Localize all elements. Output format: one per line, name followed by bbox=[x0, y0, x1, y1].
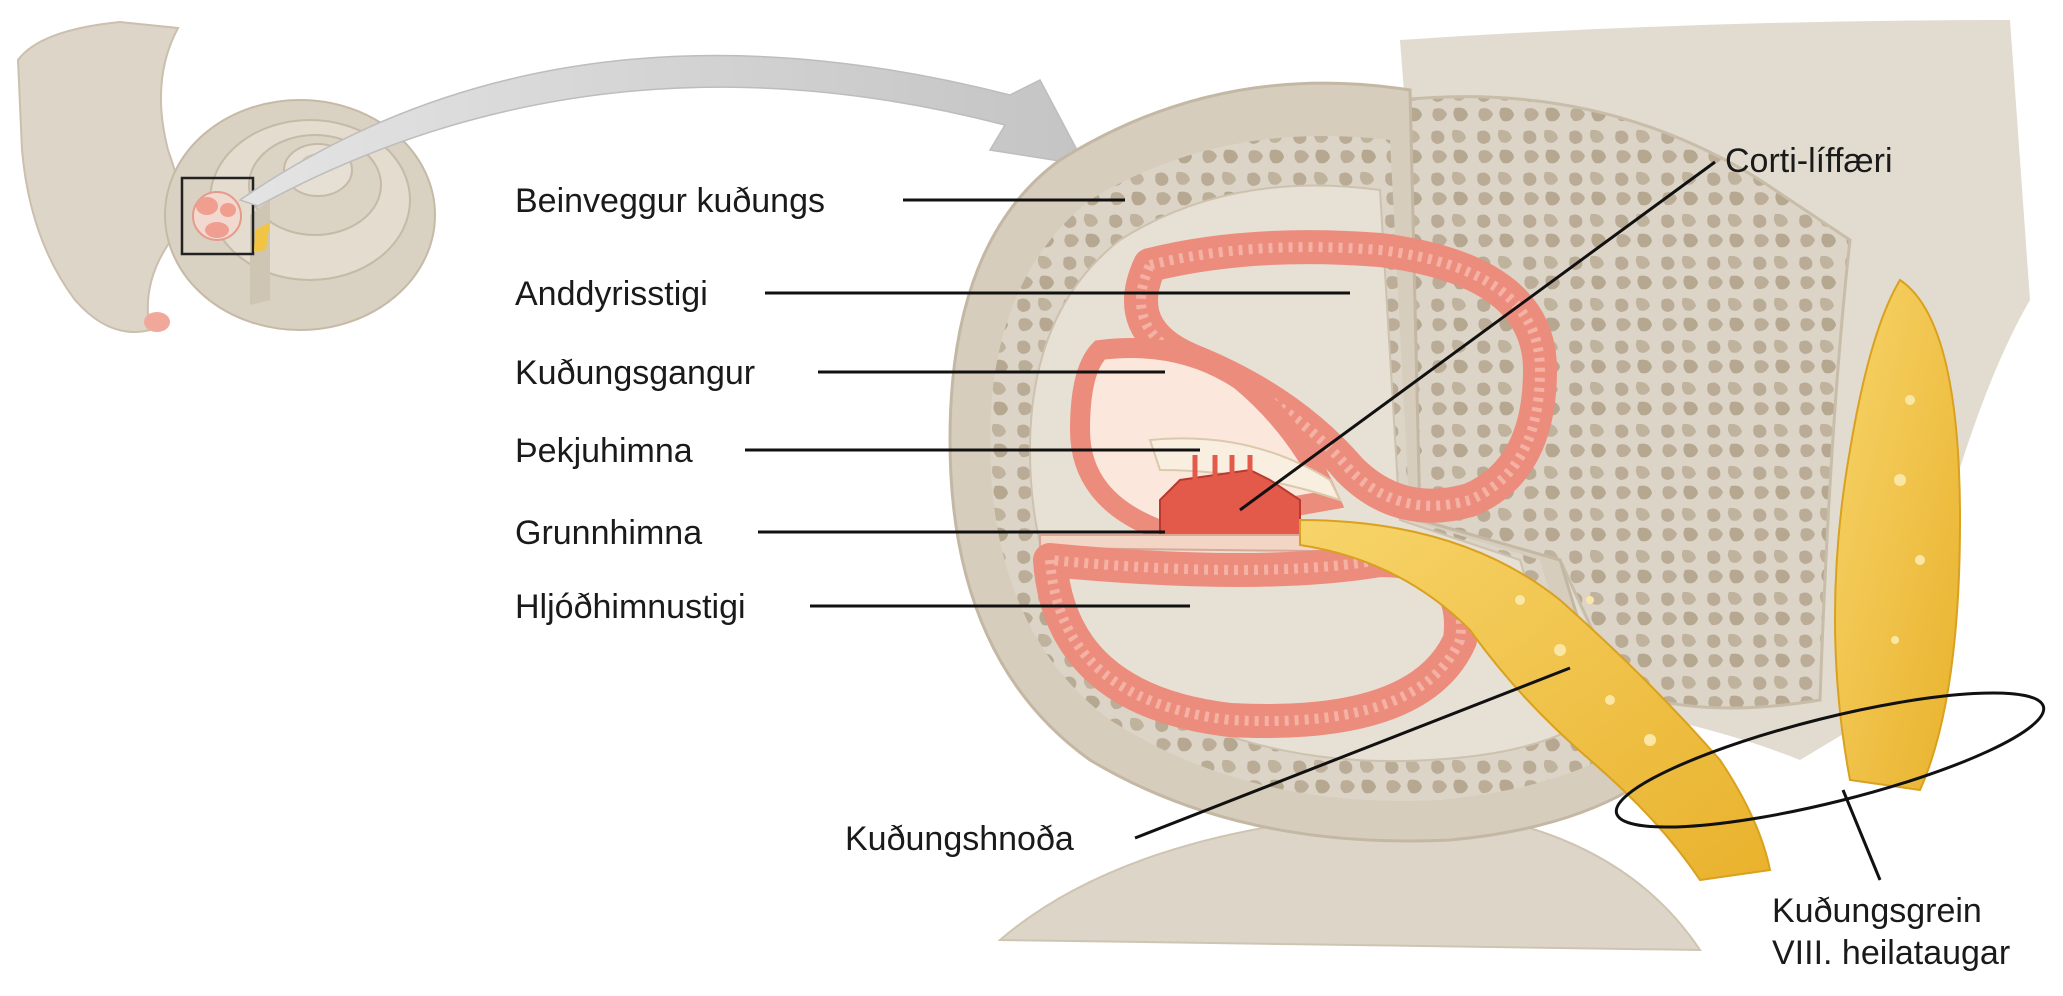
label-scala-vestibuli: Anddyrisstigi bbox=[515, 275, 708, 313]
label-scala-tympani: Hljóðhimnustigi bbox=[515, 588, 746, 626]
label-organ-of-corti: Corti-líffæri bbox=[1725, 142, 1893, 180]
leader-cochlear-nerve bbox=[1841, 789, 1882, 881]
leader-lines bbox=[745, 160, 1882, 881]
vestibule-tube bbox=[16, 20, 183, 333]
section-highlight-box bbox=[180, 176, 255, 256]
labels: Beinveggur kuðungs Anddyrisstigi Kuðungs… bbox=[515, 142, 2010, 972]
organ-of-corti bbox=[1159, 455, 1301, 536]
leader-spiral-ganglion bbox=[1134, 666, 1571, 840]
nerve-bracket-ellipse bbox=[1614, 691, 2046, 829]
label-bony-wall: Beinveggur kuðungs bbox=[515, 182, 825, 220]
label-tectorial-membrane: Þekjuhimna bbox=[515, 432, 693, 470]
cochlea-cross-section bbox=[948, 20, 2046, 952]
round-window bbox=[144, 312, 170, 332]
cochlear-nerve-bundle bbox=[1299, 518, 1772, 882]
label-spiral-ganglion: Kuðungshnoða bbox=[845, 820, 1074, 858]
label-cochlear-nerve-line1: Kuðungsgrein bbox=[1772, 892, 1982, 930]
label-cochlear-nerve-line2: VIII. heilataugar bbox=[1772, 934, 2010, 972]
ganglion-cells bbox=[1515, 395, 1925, 746]
vestibular-nerve-bundle bbox=[1834, 278, 1962, 792]
label-cochlear-duct: Kuðungsgangur bbox=[515, 354, 755, 392]
leader-organ-of-corti bbox=[1239, 160, 1716, 512]
tectorial-membrane-shape bbox=[1148, 437, 1342, 502]
label-basilar-membrane: Grunnhimna bbox=[515, 514, 702, 552]
magnification-arrow bbox=[238, 54, 1087, 207]
cochlea-overview-thumbnail bbox=[16, 20, 436, 333]
modiolus-spongy-bone bbox=[1398, 95, 1852, 710]
